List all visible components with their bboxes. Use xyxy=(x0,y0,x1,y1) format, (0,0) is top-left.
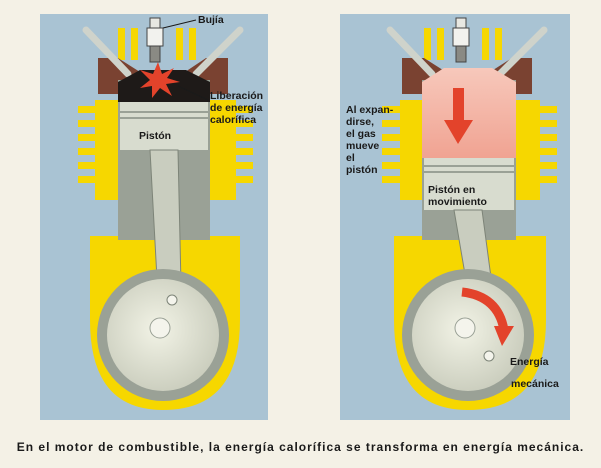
gas-push-arrow-icon xyxy=(444,88,473,144)
expansion-label: Al expan- dirse, el gas mueve el pistón xyxy=(346,104,394,176)
piston-label: Pistón xyxy=(139,130,172,142)
explosion-icon xyxy=(140,62,180,98)
spark-plug-icon xyxy=(146,17,164,63)
heat-release-pointer xyxy=(177,85,209,101)
right-spark-plug-icon xyxy=(452,17,470,63)
left-piston xyxy=(120,102,208,150)
left-crank-pin xyxy=(166,294,178,306)
right-exhaust-valve xyxy=(496,26,548,78)
left-flywheel-hub xyxy=(149,317,171,339)
spark-plug-label: Bujía xyxy=(198,14,224,26)
right-cooling-fins xyxy=(382,28,557,183)
expanding-gas xyxy=(422,68,516,158)
right-intake-valve xyxy=(386,26,436,78)
rotation-arrow-icon xyxy=(461,287,509,331)
mechanical-energy-label-line2: mecánica xyxy=(511,378,559,390)
right-flywheel-hub xyxy=(454,317,476,339)
heat-release-label: Liberación de energía calorífica xyxy=(210,90,264,126)
spark-plug-pointer xyxy=(162,19,197,29)
right-engine-panel xyxy=(340,14,570,420)
left-intake-valve xyxy=(82,26,132,78)
right-crank-pin xyxy=(483,350,495,362)
left-exhaust-valve xyxy=(192,26,244,78)
moving-piston-label: Pistón en movimiento xyxy=(428,184,487,208)
rotation-arrowhead xyxy=(494,326,514,346)
left-cooling-fins xyxy=(78,28,253,183)
mechanical-energy-label-line1: Energía xyxy=(510,356,549,368)
figure-caption: En el motor de combustible, la energía c… xyxy=(16,440,585,454)
left-engine-panel xyxy=(40,14,268,420)
